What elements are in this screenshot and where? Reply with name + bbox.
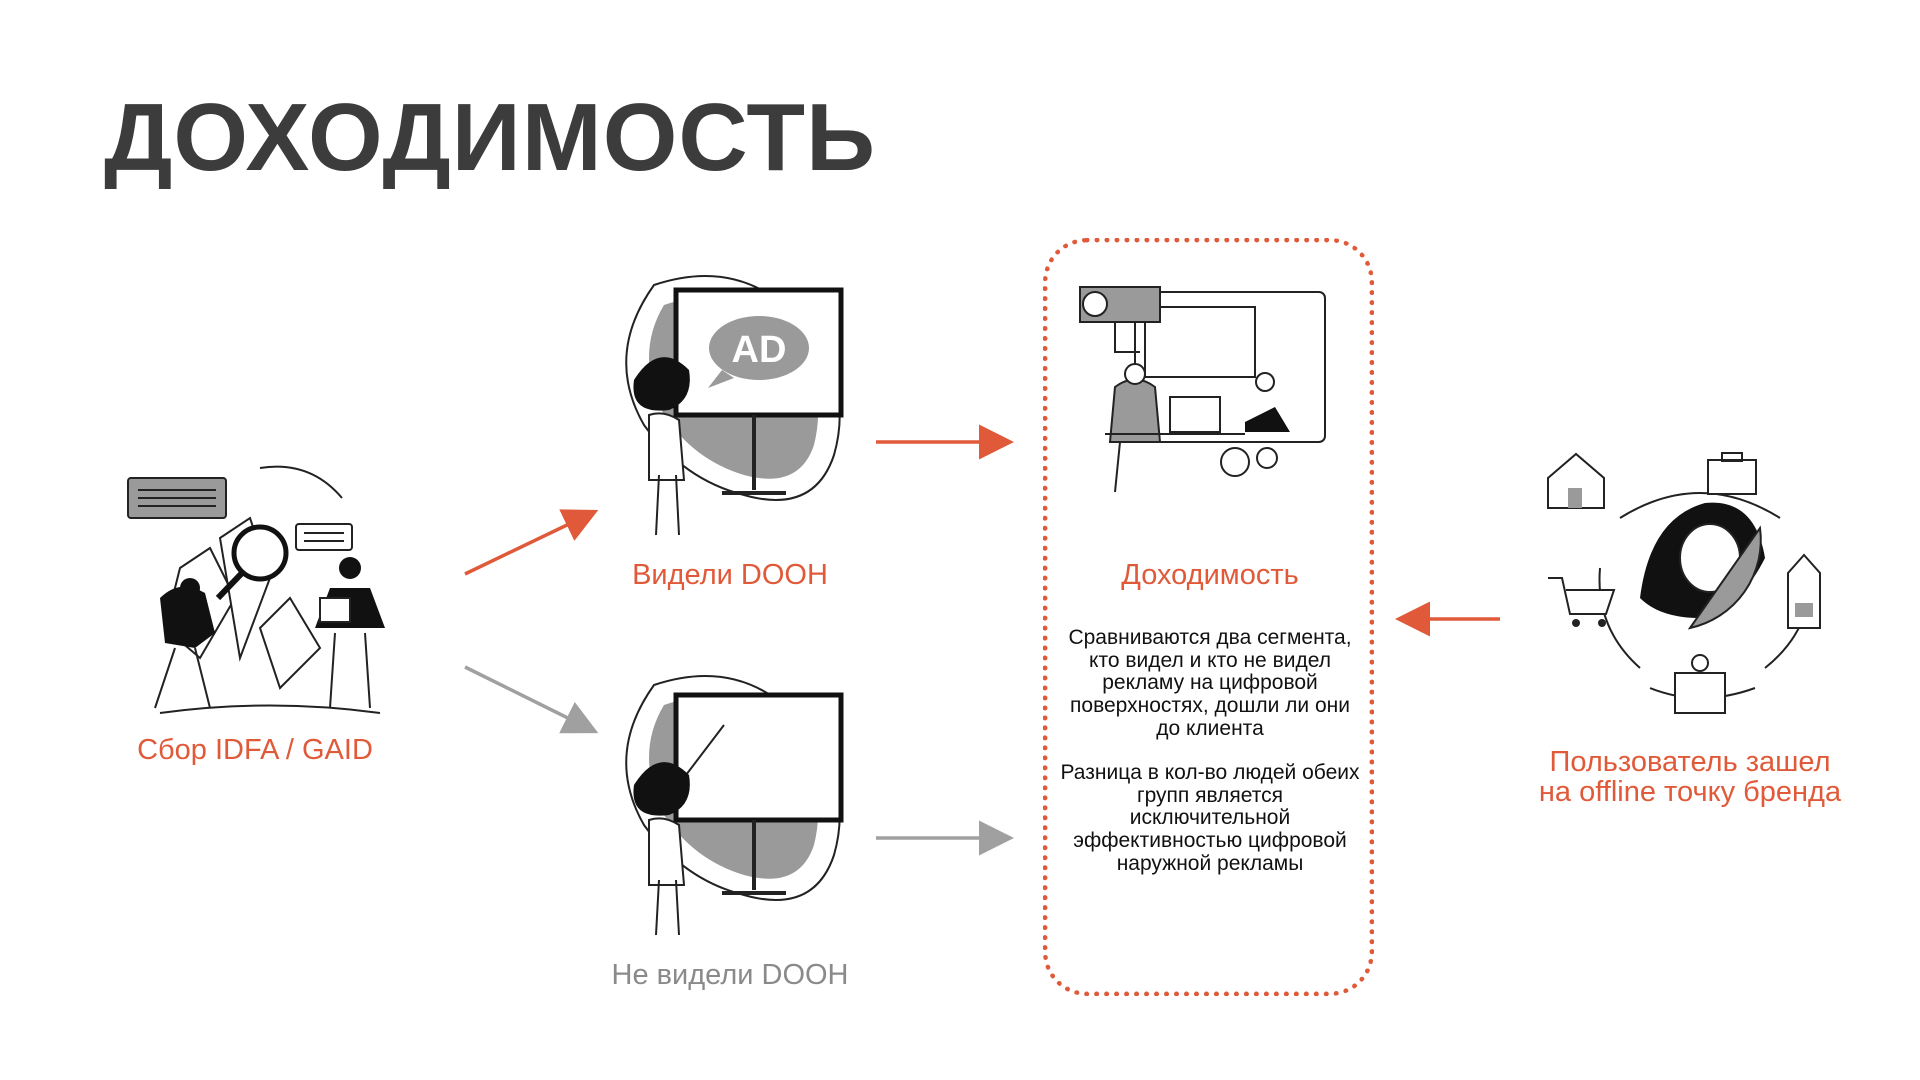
ad-bubble-text: AD xyxy=(732,329,787,371)
reach-label: Доходимость xyxy=(1121,559,1299,591)
page-title: ДОХОДИМОСТЬ xyxy=(104,84,876,191)
reach-description-2: Разница в кол-во людей обеих групп являе… xyxy=(1060,761,1360,875)
woman-billboard-ad-icon: AD xyxy=(625,275,844,536)
offline-label-line1: Пользователь зашел xyxy=(1549,746,1831,778)
woman-offline-places-icon xyxy=(1547,452,1821,714)
people-crystals-magnifier-icon xyxy=(127,465,385,714)
arrow-collect-to-seen xyxy=(464,509,599,576)
collect-label: Сбор IDFA / GAID xyxy=(137,734,373,766)
offline-label-line2: на offline точку бренда xyxy=(1538,776,1842,808)
not-seen-label: Не видели DOOH xyxy=(611,959,849,991)
reach-description-1: Сравниваются два сегмента, кто видел и к… xyxy=(1068,626,1352,740)
seen-label: Видели DOOH xyxy=(632,559,828,591)
arrow-collect-to-not-seen xyxy=(464,665,599,734)
reach-highlight-box xyxy=(1043,238,1374,996)
analytics-camera-workspace-icon xyxy=(1079,286,1326,493)
woman-empty-billboard-icon xyxy=(625,675,844,936)
